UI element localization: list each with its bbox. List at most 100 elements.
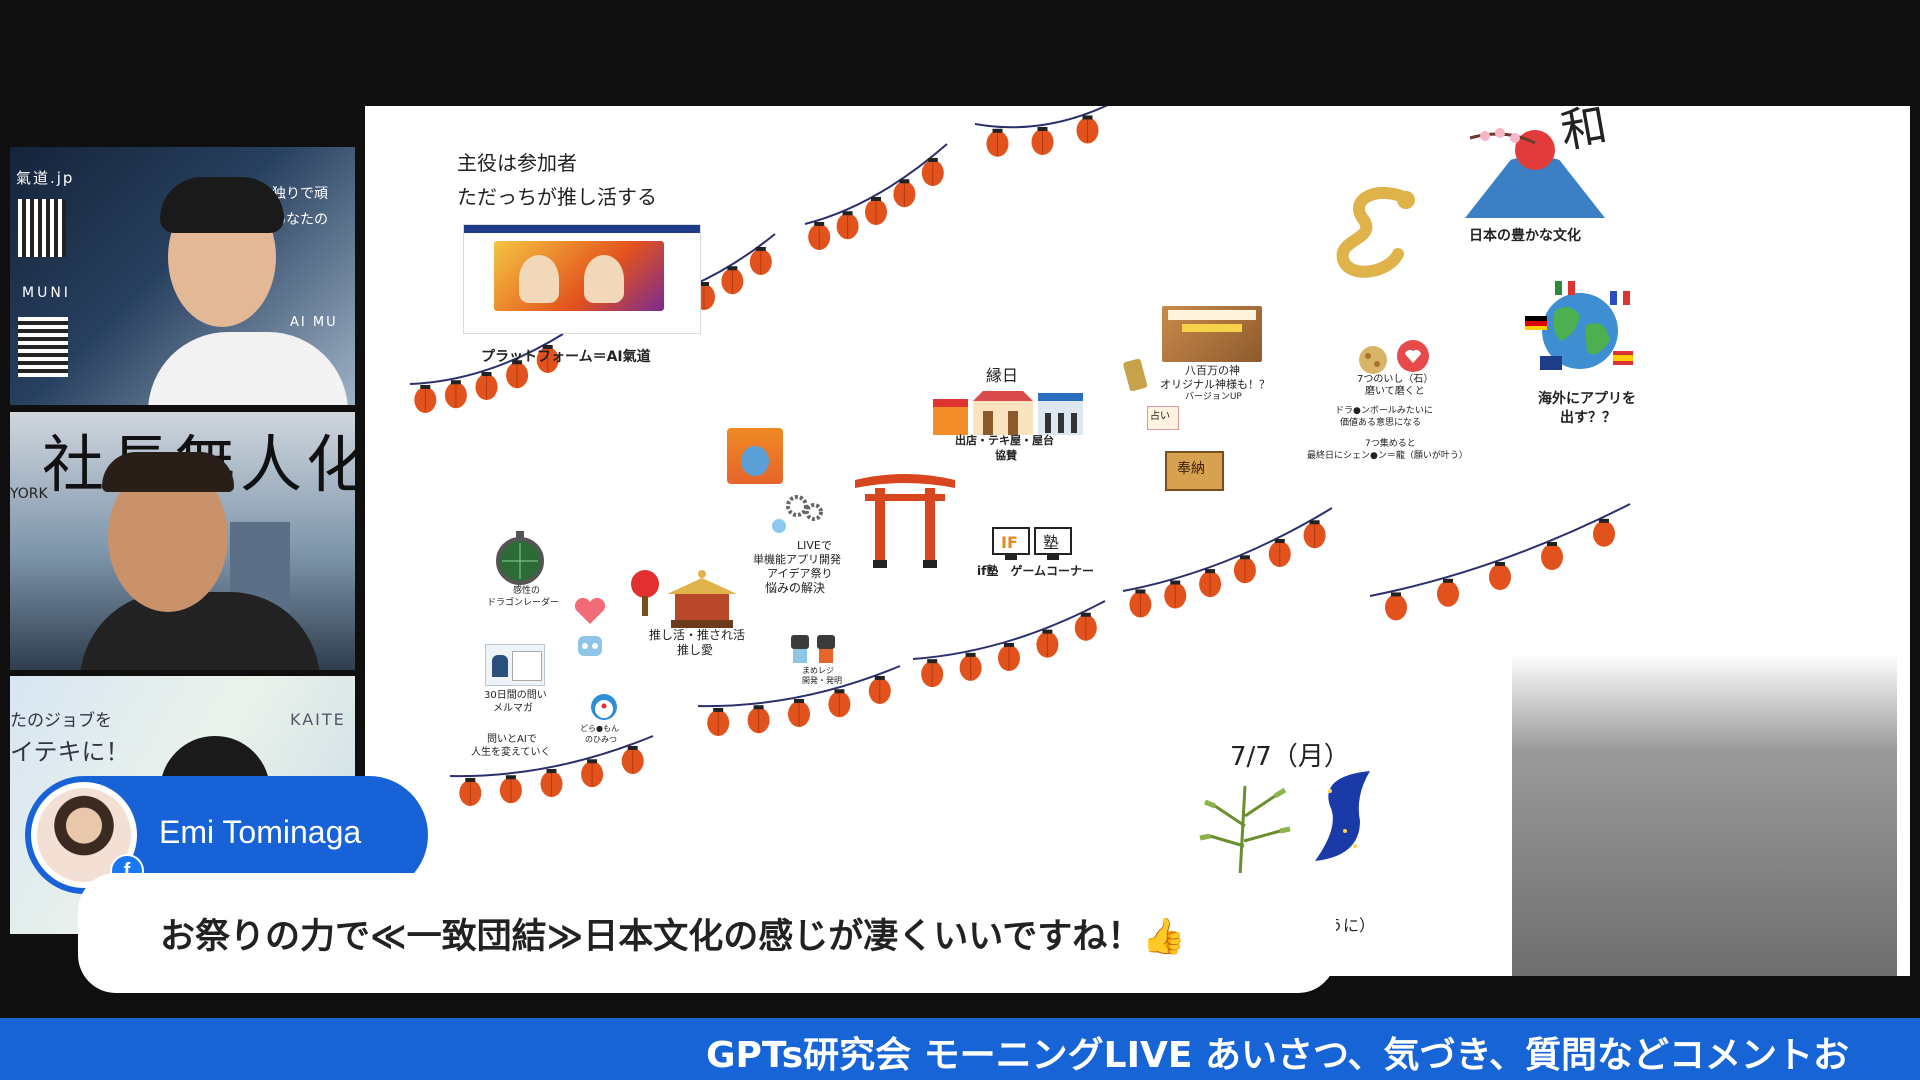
paper-lantern-icon <box>1076 115 1099 144</box>
tile1-side-2: あなたの <box>272 212 328 228</box>
paper-lantern-icon <box>1385 592 1407 621</box>
oshikatsu-line-1: 推し活・推され活 <box>649 628 746 642</box>
paper-lantern-icon <box>1074 612 1097 641</box>
paper-lantern-icon <box>865 197 887 225</box>
paper-lantern-icon <box>959 652 982 681</box>
seven-stones-2: 磨いて磨くと <box>1365 386 1425 397</box>
paper-lantern-icon <box>444 380 467 409</box>
comment-author-name: Emi Tominaga <box>159 814 362 850</box>
live-line-3: アイデア祭り <box>767 567 833 580</box>
scrolling-ticker: GPTs研究会 モーニングLIVE あいさつ、気づき、質問などコメントお <box>0 1018 1920 1080</box>
tile1-brand: 氣道.jp <box>16 169 75 187</box>
paper-lantern-icon <box>836 211 859 240</box>
garland-string <box>409 333 564 385</box>
participant-video-tile-2[interactable]: 社長無人化 YORK <box>10 412 355 670</box>
tile1-aimu: AI MU <box>290 315 338 330</box>
yaoyorozu-line-2: オリジナル神様も！？ <box>1160 378 1270 391</box>
tile1-side-1: 独りで頑 <box>272 186 328 202</box>
paper-lantern-icon <box>921 659 944 688</box>
mailmag-image <box>485 644 545 686</box>
lantern-garlands <box>409 106 1631 806</box>
paper-lantern-icon <box>1489 562 1511 590</box>
doraemon-line-1: どら●もん <box>580 724 619 733</box>
ennichi-label: 縁日 <box>986 366 1019 385</box>
stalls-label-1: 出店・テキ屋・屋台 <box>955 434 1054 447</box>
if-juku-screens-icon: IF 塾 <box>992 527 1072 560</box>
paper-lantern-icon <box>1437 578 1459 607</box>
paper-lantern-icon <box>1233 555 1256 584</box>
golden-dragon-icon <box>1336 186 1415 278</box>
hounou-offering-box: 奉納 <box>1165 451 1224 491</box>
participant-video-tile-1[interactable]: 氣道.jp MUNI 独りで頑 あなたの AI MU <box>10 147 355 405</box>
if-screen-text-1: IF <box>1001 533 1018 552</box>
ticker-text: GPTs研究会 モーニングLIVE あいさつ、気づき、質問などコメントお <box>706 1035 1850 1076</box>
ai-life-line-2: 人生を変えていく <box>471 747 551 758</box>
yaoyorozu-line-1: 八百万の神 <box>1185 364 1240 377</box>
tile3-line-1: たのジョブを <box>10 711 112 731</box>
doraemon-line-2: のひみつ <box>585 735 617 744</box>
stones-heart-icon <box>1359 340 1429 374</box>
if-screen-text-2: 塾 <box>1043 533 1059 552</box>
paper-lantern-icon <box>986 128 1009 157</box>
garland-string <box>449 735 654 778</box>
paper-lantern-icon <box>475 372 498 400</box>
stalls-label-2: 協賛 <box>995 449 1017 462</box>
milky-way-icon <box>1315 771 1370 861</box>
japan-culture-label: 日本の豊かな文化 <box>1469 228 1581 244</box>
garland-string <box>974 106 1108 129</box>
tile3-line-2: イテキに！ <box>10 738 130 766</box>
bamboo-icon <box>1199 785 1291 877</box>
platform-label: プラットフォーム＝AI氣道 <box>481 349 651 365</box>
paper-lantern-icon <box>749 246 772 275</box>
paper-lantern-icon <box>1036 629 1059 658</box>
person1-shirt <box>148 332 348 405</box>
paper-lantern-icon <box>499 775 522 804</box>
garland-string <box>1369 503 1631 597</box>
live-line-2: 単機能アプリ開発 <box>753 553 841 566</box>
tile2-york: YORK <box>10 486 48 502</box>
paper-lantern-icon <box>414 384 437 413</box>
omikuji-box: 占い <box>1147 406 1179 430</box>
paper-lantern-icon <box>1129 589 1152 618</box>
qr-code-bottom-icon <box>18 317 68 377</box>
hounou-label: 奉納 <box>1177 461 1205 477</box>
partial-text: うに） <box>1327 916 1376 935</box>
qr-code-top-icon <box>18 199 66 257</box>
robot-line-2: 開発・発明 <box>802 676 842 685</box>
paper-lantern-icon <box>1268 539 1291 567</box>
intro-line-1: 主役は参加者 <box>457 151 577 175</box>
torii-gate-icon <box>855 474 955 568</box>
paper-lantern-icon <box>788 699 810 727</box>
live-line-1: LIVEで <box>797 539 832 552</box>
paper-lantern-icon <box>747 705 770 734</box>
intro-line-2: ただっちが推し活する <box>457 185 657 209</box>
paper-lantern-icon <box>1541 542 1563 570</box>
comment-text: お祭りの力で≪一致団結≫日本文化の感じが凄くいいですね！👍 <box>160 917 1186 957</box>
yaoyorozu-gods-image <box>1162 306 1262 362</box>
kanji-wa: 和 <box>1556 106 1612 159</box>
paper-lantern-icon <box>1593 518 1615 547</box>
dragon-radar-1: 感性の <box>513 586 541 596</box>
comment-bubble: お祭りの力で≪一致団結≫日本文化の感じが凄くいいですね！👍 <box>78 873 1336 993</box>
robots-icon <box>791 635 835 663</box>
paper-lantern-icon <box>828 689 851 718</box>
mascot-poster-image <box>727 428 783 484</box>
dragon-radar-2: ドラゴンレーダー <box>487 598 560 608</box>
paper-lantern-icon <box>721 266 744 295</box>
paper-lantern-icon <box>893 179 916 208</box>
tile1-muni: MUNI <box>22 285 71 301</box>
dragonball-1: ドラ●ンボールみたいに <box>1335 406 1433 416</box>
garland-string <box>697 665 901 708</box>
paper-lantern-icon <box>1199 569 1222 598</box>
food-stalls-icon <box>933 391 1083 435</box>
paper-lantern-icon <box>1031 127 1054 155</box>
tile3-brand: KAITE <box>290 710 346 729</box>
paper-lantern-icon <box>536 344 559 373</box>
paper-lantern-icon <box>1164 580 1187 609</box>
mailmag-line-1: 30日間の問い <box>484 690 547 701</box>
paper-lantern-icon <box>581 759 604 788</box>
paper-lantern-icon <box>1303 520 1326 549</box>
shared-screen-gray-area <box>1512 654 1897 976</box>
collect-2: 最終日にシェン●ン＝龍（願いが叶う） <box>1307 451 1468 461</box>
mailmag-line-2: メルマガ <box>493 703 533 714</box>
